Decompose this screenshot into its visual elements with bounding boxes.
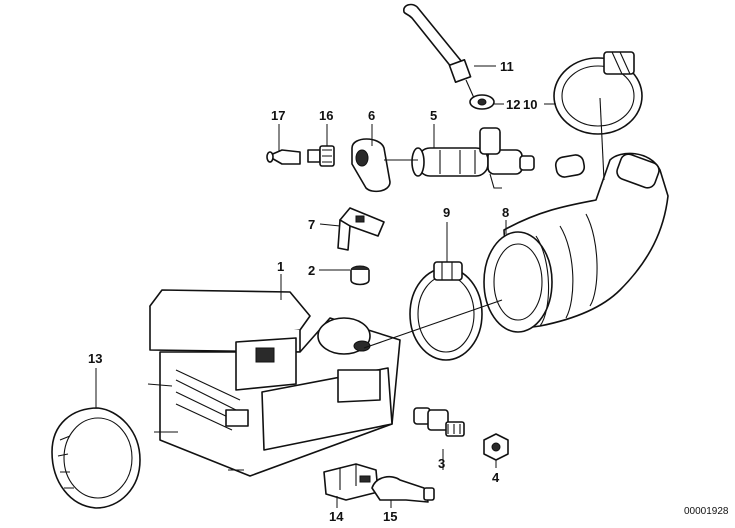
axis-line	[363, 299, 503, 349]
callout-13: 13	[88, 351, 102, 366]
callout-17: 17	[271, 108, 285, 123]
callout-5: 5	[430, 108, 437, 123]
part-13-ring	[51, 407, 141, 509]
part-11-hose	[403, 3, 475, 99]
callout-14: 14	[329, 509, 344, 524]
reference-number: 00001928	[684, 506, 729, 517]
part-16-nipple	[307, 145, 335, 167]
part-2-cap	[350, 265, 370, 286]
callout-3: 3	[438, 456, 445, 471]
part-4-nut	[483, 433, 509, 461]
part-10-clamp	[553, 51, 643, 135]
callout-8: 8	[502, 205, 509, 220]
callout-7: 7	[308, 217, 315, 232]
part-15-cap	[371, 475, 435, 503]
callout-1: 1	[277, 259, 284, 274]
part-8-intake-boot	[483, 97, 669, 333]
part-3-sensor	[413, 407, 465, 437]
callout-4: 4	[492, 470, 500, 485]
part-14-connector	[323, 463, 379, 501]
callout-12: 12	[506, 97, 520, 112]
part-5-valve	[411, 127, 535, 189]
part-9-clamp	[409, 261, 483, 361]
callout-11: 11	[500, 59, 514, 74]
part-7-bracket	[337, 207, 385, 251]
part-1-air-flow-meter	[147, 289, 401, 477]
callout-9: 9	[443, 205, 450, 220]
callout-6: 6	[368, 108, 375, 123]
callout-16: 16	[319, 108, 333, 123]
callout-15: 15	[383, 509, 397, 524]
leader-lines	[95, 65, 556, 508]
part-17-plug	[266, 149, 301, 165]
part-6-sensor	[351, 138, 418, 193]
callout-2: 2	[308, 263, 315, 278]
callout-10: 10	[523, 97, 537, 112]
part-12-clip	[469, 94, 495, 110]
